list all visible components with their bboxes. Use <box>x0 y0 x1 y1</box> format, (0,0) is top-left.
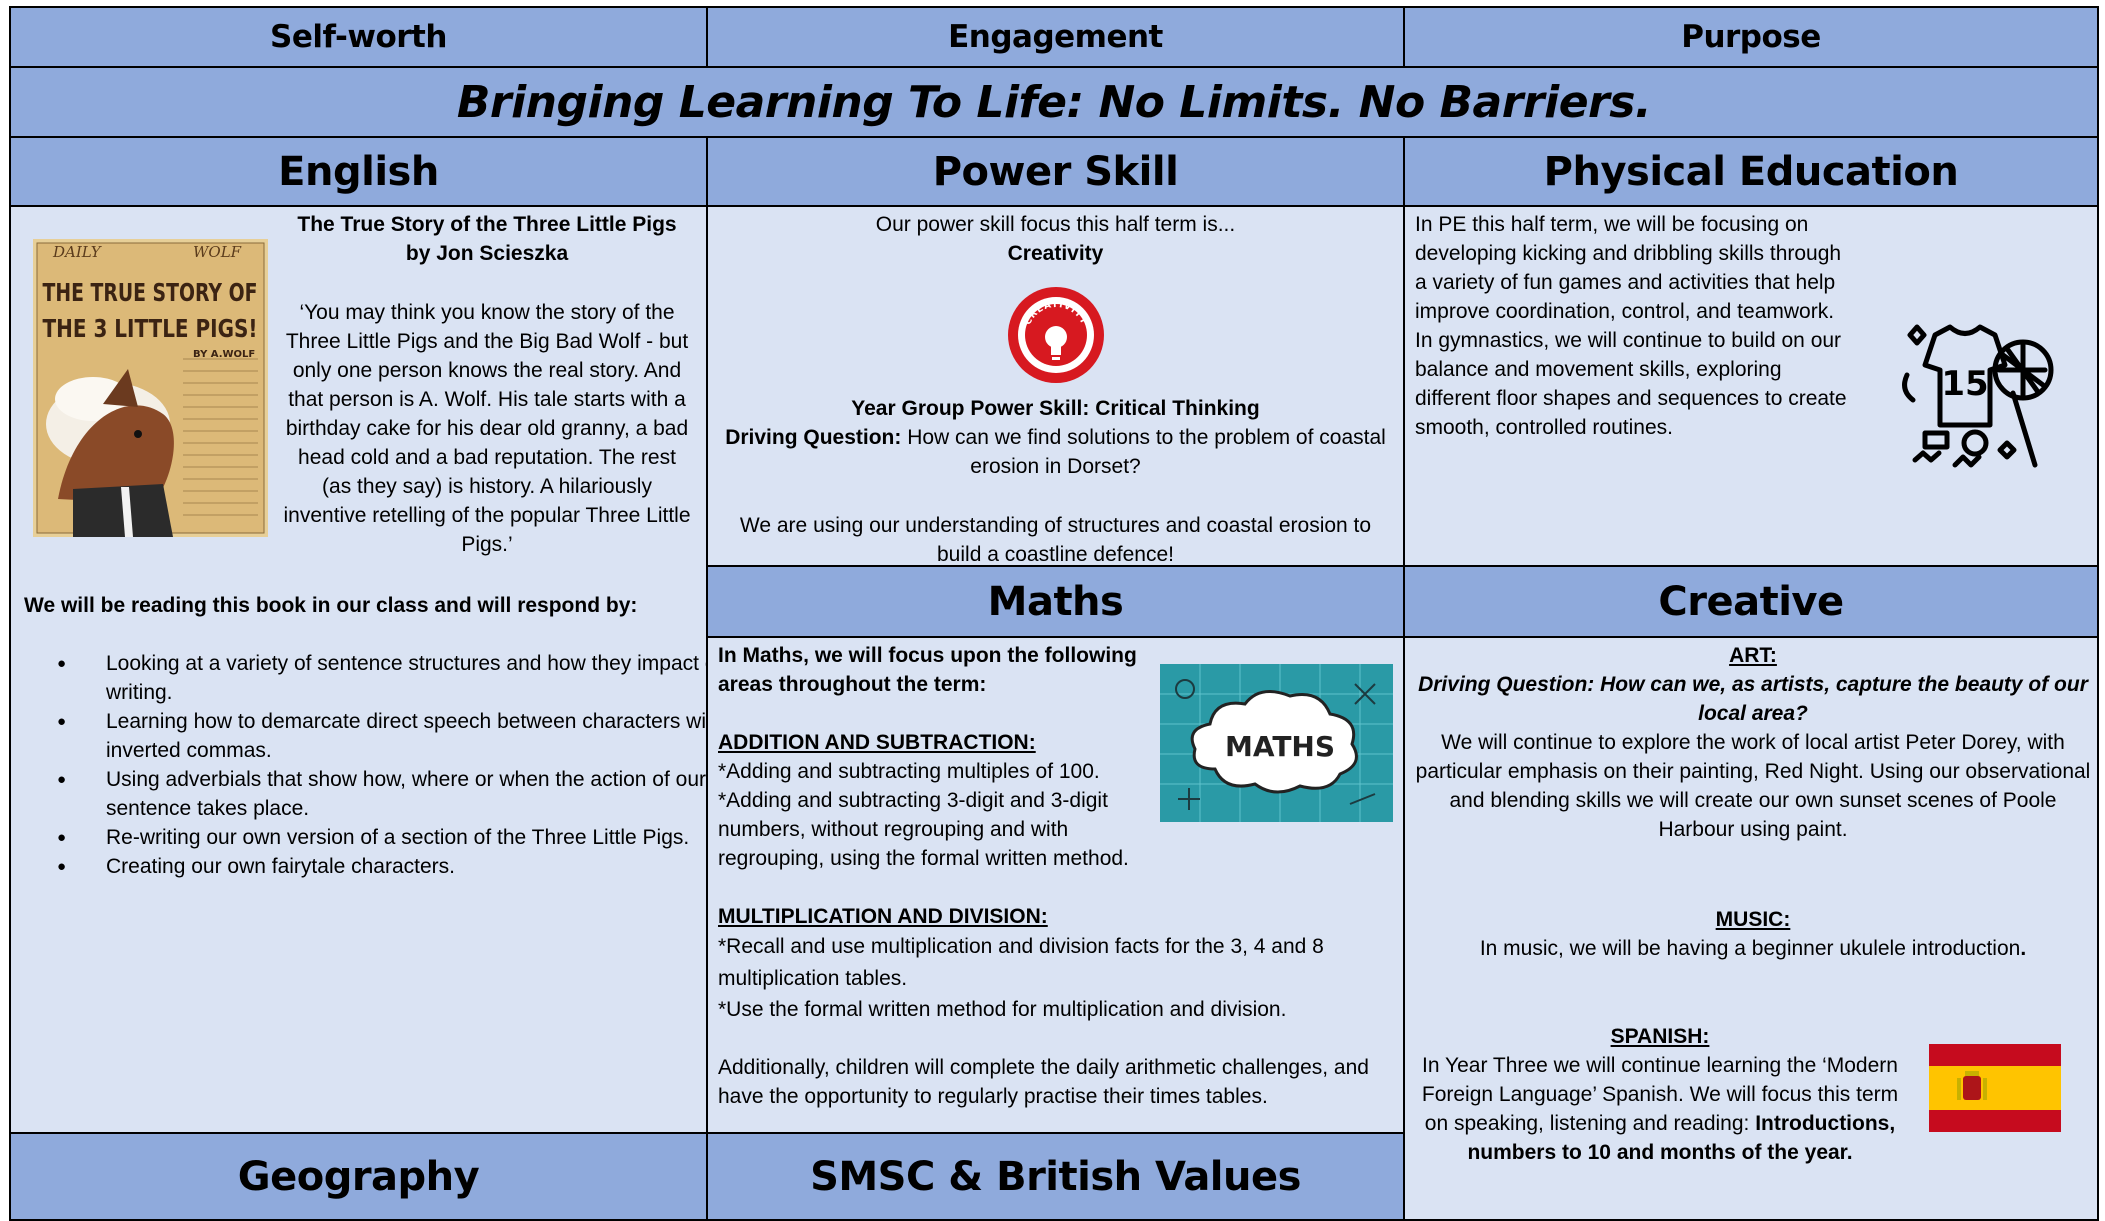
list-item: *Adding and subtracting 3-digit and 3-di… <box>718 789 1129 870</box>
art-text: We will continue to explore the work of … <box>1415 731 2091 841</box>
list-item: *Adding and subtracting multiples of 100… <box>718 760 1100 783</box>
addition-heading: ADDITION AND SUBTRACTION: <box>718 731 1036 754</box>
english-header: English <box>9 136 708 207</box>
geography-header: Geography <box>9 1132 708 1221</box>
pe-header: Physical Education <box>1403 136 2099 207</box>
list-item: *Recall and use multiplication and divis… <box>718 935 1324 990</box>
year-group-skill: Year Group Power Skill: Critical Thinkin… <box>851 397 1260 420</box>
art-driving-question: Driving Question: How can we, as artists… <box>1418 673 2088 725</box>
list-item: Re-writing our own version of a section … <box>57 823 781 852</box>
book-title: The True Story of the Three Little Pigs … <box>281 210 693 268</box>
book-author: by Jon Scieszka <box>405 242 569 265</box>
list-item: Creating our own fairytale characters. <box>57 852 781 881</box>
header-engagement: Engagement <box>706 6 1405 68</box>
cover-wolf: WOLF <box>193 243 242 261</box>
power-skill-panel: Our power skill focus this half term is.… <box>706 205 1405 567</box>
smsc-header: SMSC & British Values <box>706 1132 1405 1221</box>
power-skill-name: Creativity <box>1007 242 1104 265</box>
book-cover-image: DAILY WOLF THE TRUE STORY OF THE 3 LITTL… <box>33 239 268 537</box>
creative-panel: ART: Driving Question: How can we, as ar… <box>1403 636 2099 1221</box>
maths-additionally: Additionally, children will complete the… <box>718 1056 1369 1108</box>
maths-panel: MATHS In Maths, we will focus upon the f… <box>706 636 1405 1134</box>
cover-title-line2: THE 3 LITTLE PIGS! <box>43 314 258 343</box>
multiplication-heading: MULTIPLICATION AND DIVISION: <box>718 905 1048 928</box>
list-item: *Use the formal written method for multi… <box>718 998 1287 1021</box>
header-self-worth: Self-worth <box>9 6 708 68</box>
spain-flag-icon <box>1929 1044 2061 1132</box>
banner-title: Bringing Learning To Life: No Limits. No… <box>9 66 2099 138</box>
book-blurb: ‘You may think you know the story of the… <box>283 301 691 556</box>
list-item: Learning how to demarcate direct speech … <box>57 707 781 765</box>
maths-header: Maths <box>706 565 1405 638</box>
music-heading: MUSIC: <box>1715 908 1791 931</box>
driving-question: Driving Question: How can we find soluti… <box>725 426 1386 478</box>
header-purpose: Purpose <box>1403 6 2099 68</box>
cover-daily: DAILY <box>52 243 103 261</box>
english-panel: DAILY WOLF THE TRUE STORY OF THE 3 LITTL… <box>9 205 735 1134</box>
list-item: Looking at a variety of sentence structu… <box>57 649 781 707</box>
maths-image-label: MATHS <box>1225 730 1335 763</box>
spanish-text: In Year Three we will continue learning … <box>1421 1054 1899 1164</box>
maths-image: MATHS <box>1160 664 1393 822</box>
pe-text: In PE this half term, we will be focusin… <box>1415 213 1847 439</box>
spanish-heading: SPANISH: <box>1610 1025 1710 1048</box>
shirt-number: 15 <box>1941 364 1988 404</box>
cover-byline: BY A.WOLF <box>193 349 255 360</box>
cover-title-line1: THE TRUE STORY OF <box>43 278 258 307</box>
creative-header: Creative <box>1403 565 2099 638</box>
art-heading: ART: <box>1729 644 1777 667</box>
power-using-text: We are using our understanding of struct… <box>739 514 1372 566</box>
list-item: Using adverbials that show how, where or… <box>57 765 781 823</box>
power-skill-header: Power Skill <box>706 136 1405 207</box>
maths-intro: In Maths, we will focus upon the followi… <box>718 644 1137 696</box>
music-text: In music, we will be having a beginner u… <box>1479 937 2027 960</box>
english-intro: We will be reading this book in our clas… <box>24 594 638 617</box>
pe-panel: In PE this half term, we will be focusin… <box>1403 205 2099 567</box>
power-intro: Our power skill focus this half term is.… <box>875 213 1236 236</box>
creativity-badge-icon: CREATIVITY <box>1008 287 1104 383</box>
sports-kit-icon: 15 <box>1902 324 2054 468</box>
english-bullet-list: Looking at a variety of sentence structu… <box>11 649 781 881</box>
